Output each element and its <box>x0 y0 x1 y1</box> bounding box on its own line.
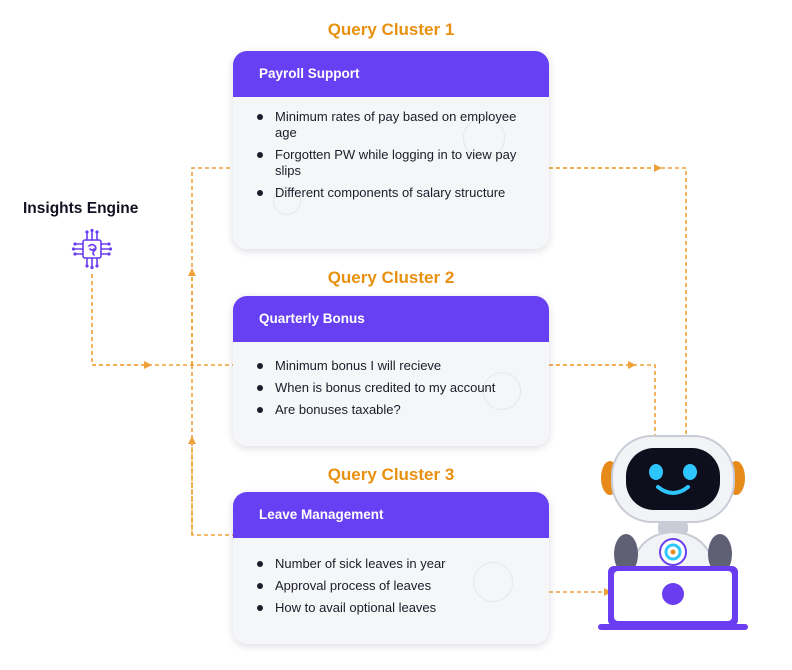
query-item: Approval process of leaves <box>255 578 533 594</box>
brain-chip-icon <box>71 228 113 270</box>
cluster-3-title: Query Cluster 3 <box>327 465 455 484</box>
query-item: Minimum bonus I will recieve <box>255 358 533 374</box>
cluster-1-category: Payroll Support <box>233 51 549 97</box>
query-item: Different components of salary structure <box>255 185 533 201</box>
connector-spine <box>191 167 233 365</box>
cluster-3-card: Leave Management Number of sick leaves i… <box>233 492 549 644</box>
connector-cluster1-to-robot <box>549 167 687 438</box>
query-item: How to avail optional leaves <box>255 600 533 616</box>
cluster-1-body: Minimum rates of pay based on employee a… <box>233 97 549 249</box>
query-item: Are bonuses taxable? <box>255 402 533 418</box>
cluster-1-title: Query Cluster 1 <box>327 20 455 39</box>
cluster-2-body: Minimum bonus I will recieve When is bon… <box>233 342 549 446</box>
cluster-3-category: Leave Management <box>233 492 549 538</box>
cluster-2-title: Query Cluster 2 <box>327 268 455 287</box>
cluster-2-category: Quarterly Bonus <box>233 296 549 342</box>
chatbot-robot-icon <box>598 435 748 630</box>
query-item: Number of sick leaves in year <box>255 556 533 572</box>
insights-engine-label: Insights Engine <box>23 200 139 217</box>
cluster-2-card: Quarterly Bonus Minimum bonus I will rec… <box>233 296 549 446</box>
connector-engine-to-cluster2 <box>91 274 233 366</box>
query-item: When is bonus credited to my account <box>255 380 533 396</box>
query-item: Forgotten PW while logging in to view pa… <box>255 147 533 179</box>
query-item: Minimum rates of pay based on employee a… <box>255 109 533 141</box>
cluster-3-body: Number of sick leaves in year Approval p… <box>233 538 549 644</box>
connector-cluster2-to-robot <box>549 364 656 440</box>
cluster-1-card: Payroll Support Minimum rates of pay bas… <box>233 51 549 249</box>
